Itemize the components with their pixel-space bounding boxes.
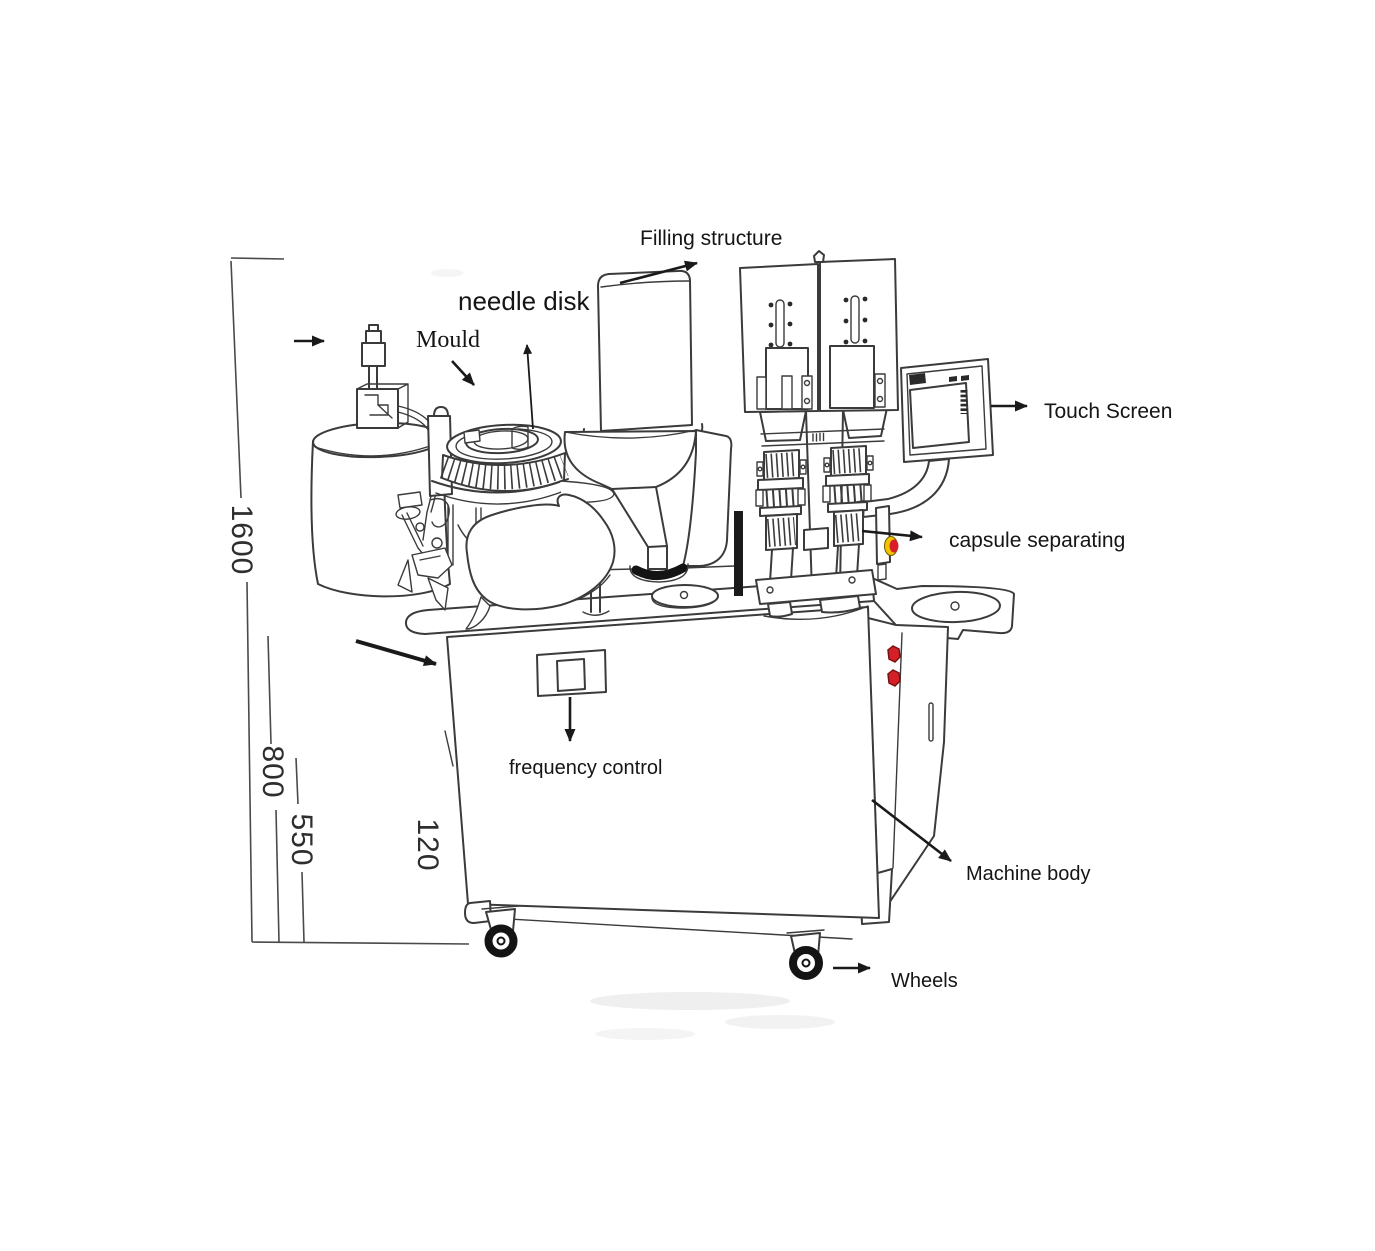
touch-screen-display (909, 382, 970, 449)
vessel-rim-arc (314, 441, 442, 457)
cabinet-left-flap (444, 730, 454, 767)
dim-1600-label: 1600 (225, 505, 258, 576)
valve-assembly (356, 324, 409, 429)
shadow-smudges (431, 269, 835, 1040)
station-base (755, 569, 877, 605)
funnel-bowl (563, 430, 697, 490)
filling-column (597, 269, 693, 432)
funnel-cone (611, 486, 668, 548)
caster-wheel-left (481, 905, 520, 958)
funnel-base-ring (631, 563, 688, 580)
annotation-labels: Filling structure needle disk Mould Touc… (416, 227, 1172, 992)
capsule-track-right (850, 295, 860, 344)
red-button-upper (887, 645, 901, 663)
funnel-stem (647, 545, 668, 570)
table-arrow (355, 639, 437, 666)
platform-disc-hole (950, 601, 960, 611)
capsule-separating-arrow (861, 529, 923, 542)
machine-body-group (404, 576, 1015, 980)
capsule-comb-right (822, 445, 874, 579)
dim-550-line-upper (295, 757, 299, 805)
frequency-control-box (536, 649, 607, 697)
label-mould: Mould (416, 327, 480, 353)
black-post (734, 511, 743, 596)
capsule-track-dots (768, 296, 868, 348)
capsule-track-left (775, 299, 785, 348)
capsule-separating-station (739, 250, 950, 621)
filling-structure-group (563, 269, 743, 616)
dim-top-tick (230, 257, 285, 260)
emergency-button (889, 539, 899, 553)
machine-body-arrow (871, 798, 952, 863)
label-needle-disk: needle disk (458, 286, 591, 316)
capsule-feed-panels (739, 250, 899, 413)
dimension-lines: 1600 800 550 120 (225, 257, 470, 945)
dim-800-line-upper (267, 635, 272, 745)
red-button-lower (887, 669, 901, 687)
door-handle (928, 702, 934, 742)
table-disc (651, 584, 719, 608)
panel-knob (813, 250, 825, 263)
capsule-comb-left (755, 449, 807, 583)
screen-indicator-block (909, 373, 926, 385)
needle-disk-arrow (523, 344, 534, 430)
annotation-arrows (294, 260, 1028, 974)
dim-120-label: 120 (411, 818, 444, 871)
table-disc-hole (679, 590, 689, 600)
clamp-mechanism (395, 491, 453, 611)
dim-800-label: 800 (256, 745, 289, 798)
funnel-support (682, 429, 733, 567)
panel-plate-right (829, 345, 875, 409)
dim-1600-line-lower (246, 581, 253, 943)
label-filling-structure: Filling structure (640, 227, 782, 250)
label-frequency-control: frequency control (509, 757, 662, 779)
disk-rib-band (441, 452, 566, 492)
cabinet-door-line (892, 632, 903, 869)
dim-550-label: 550 (285, 813, 318, 866)
filling-structure-arrow (619, 260, 698, 285)
dim-800-line-lower (275, 809, 280, 943)
dim-bottom-line (251, 941, 470, 945)
disk-ribs (439, 453, 569, 490)
label-wheels: Wheels (891, 970, 958, 992)
dim-1600-line-upper (230, 260, 242, 499)
skirt-left-tab (464, 900, 492, 924)
mould-arrow (451, 360, 475, 386)
touch-screen-group (900, 358, 994, 463)
label-touch-screen: Touch Screen (1044, 400, 1172, 423)
caster-wheel-right (786, 929, 825, 980)
label-capsule-separating: capsule separating (949, 529, 1125, 552)
platform-disc (911, 590, 1001, 624)
dim-550-line-lower (301, 871, 305, 943)
skirt-line (473, 916, 853, 940)
mould-shield (465, 493, 616, 611)
shield-fin (465, 596, 491, 630)
column-hatch (812, 432, 825, 442)
label-machine-body: Machine body (966, 863, 1091, 885)
needle-disk-group (395, 415, 616, 630)
